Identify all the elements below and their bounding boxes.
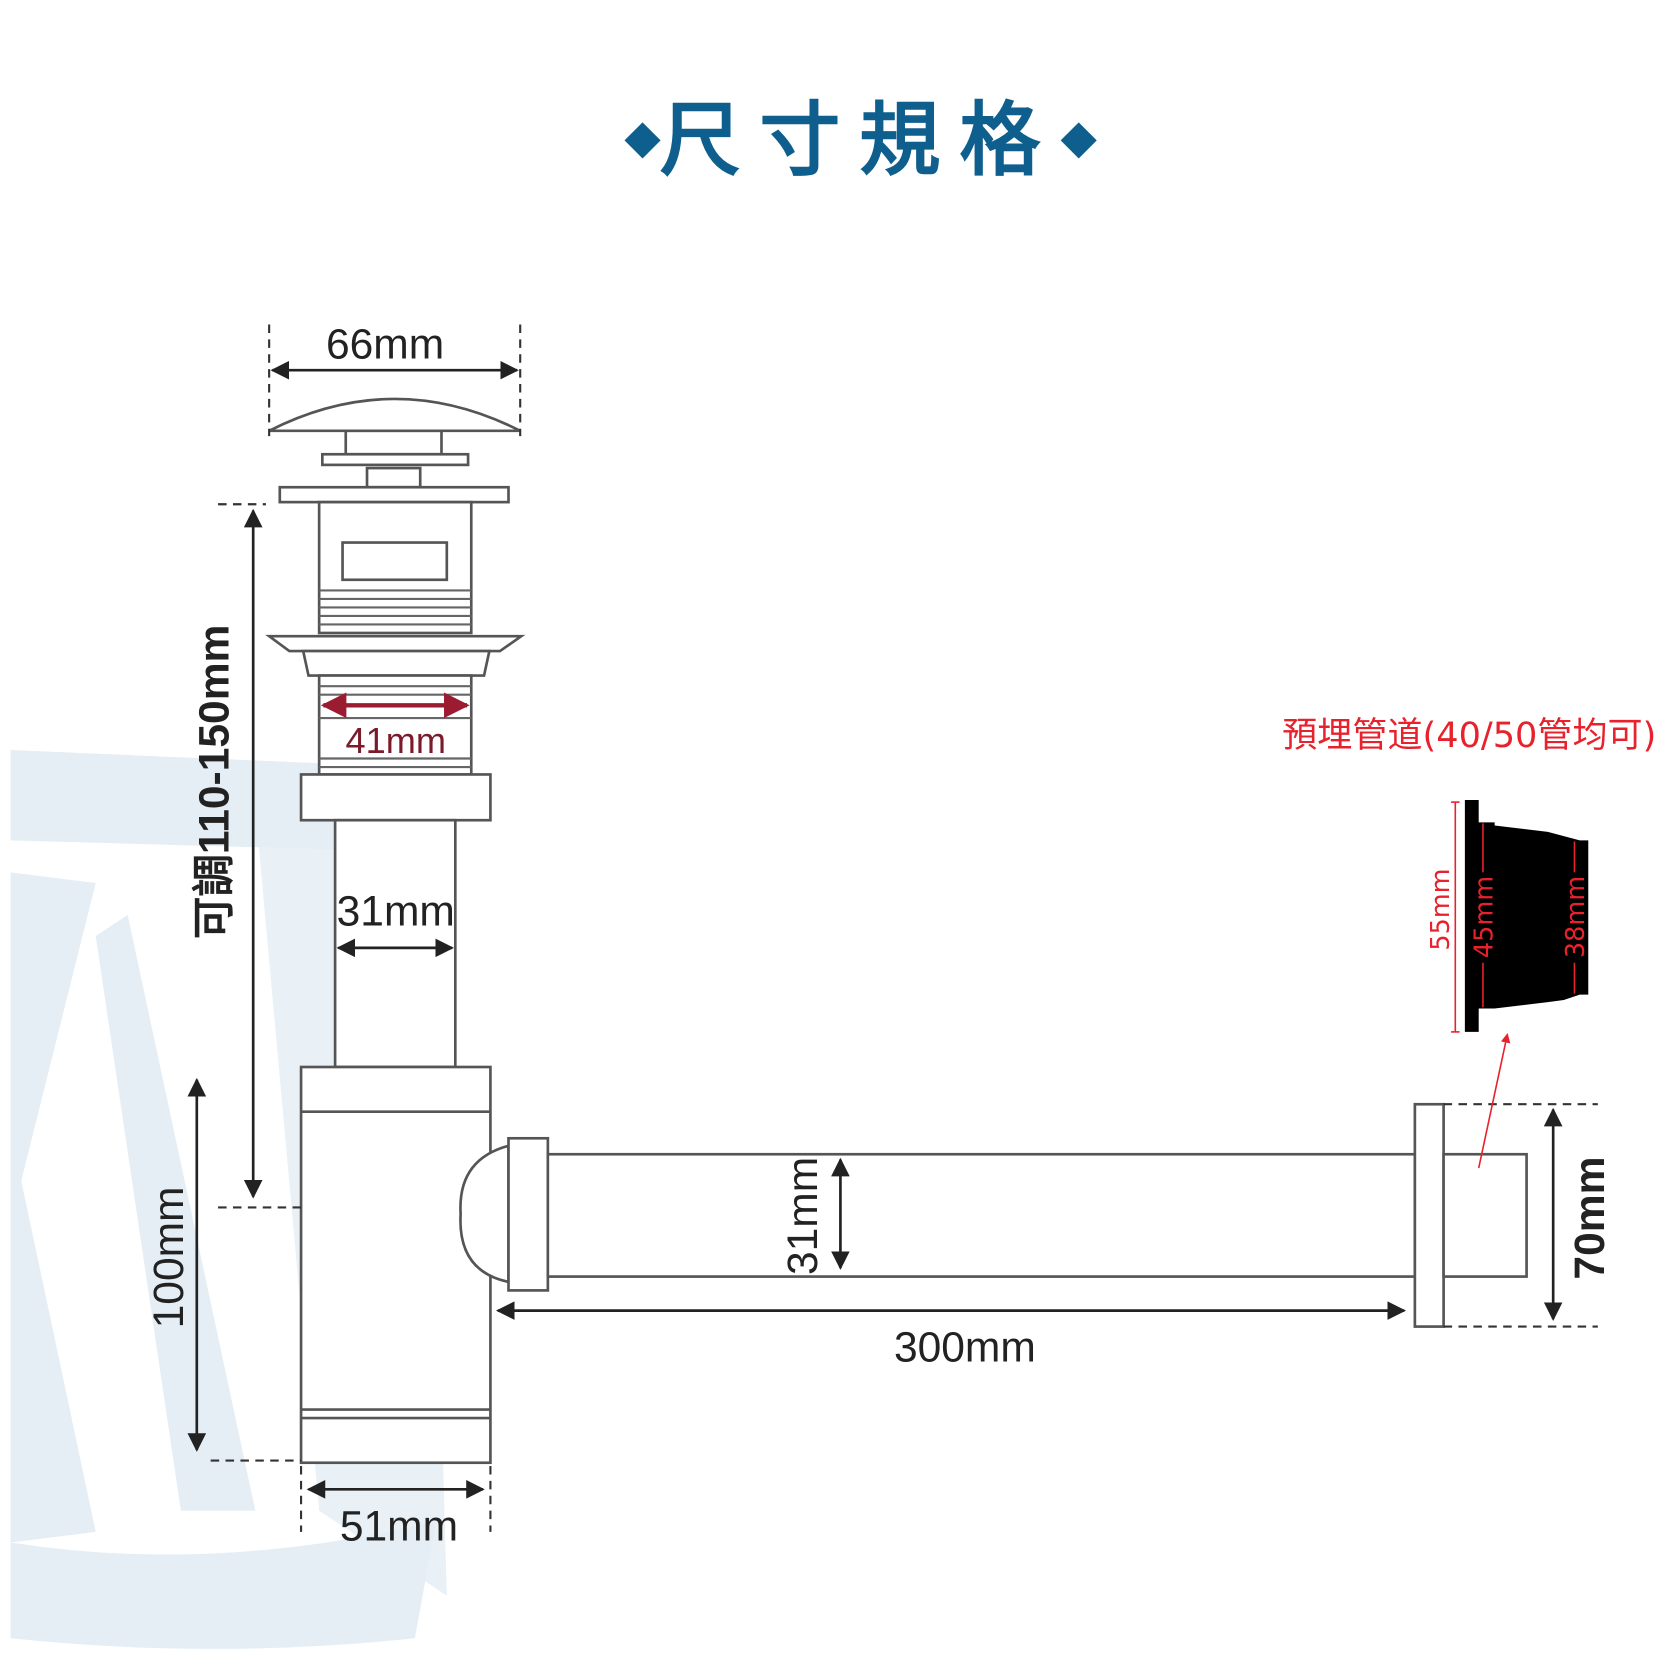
title-group: 尺寸規格 [624, 94, 1097, 188]
cap-width-label: 66mm [326, 321, 444, 369]
diamond-left-icon [624, 122, 661, 159]
middle-diameter-label: 45mm [1470, 876, 1500, 958]
adjustable-height-label: 可調110-150mm [191, 625, 239, 940]
embedded-pipe-seal: 預埋管道(40/50管均可) 55mm 45mm 38mm [1282, 715, 1656, 1169]
diamond-right-icon [1060, 122, 1097, 159]
wall-flange-height-label: 70mm [1566, 1157, 1614, 1280]
rubber-seal-shape [1464, 799, 1589, 1032]
outlet-pipe-length-label: 300mm [894, 1324, 1036, 1372]
trap-height-label: 100mm [145, 1186, 193, 1328]
tail-pipe-diameter-label: 31mm [337, 888, 455, 936]
pointer-arrow [1477, 1033, 1511, 1169]
bottle-trap [299, 1065, 1528, 1465]
outlet-pipe-diameter-label: 31mm [779, 1157, 827, 1275]
page-title: 尺寸規格 [660, 94, 1060, 188]
inner-diameter-label: 38mm [1561, 876, 1591, 958]
outer-diameter-label: 55mm [1426, 868, 1456, 950]
thread-diameter-label: 41mm [346, 720, 446, 761]
embedded-pipe-label: 預埋管道(40/50管均可) [1282, 715, 1656, 756]
trap-width-label: 51mm [340, 1502, 458, 1550]
dimension-lines [187, 324, 1598, 1532]
